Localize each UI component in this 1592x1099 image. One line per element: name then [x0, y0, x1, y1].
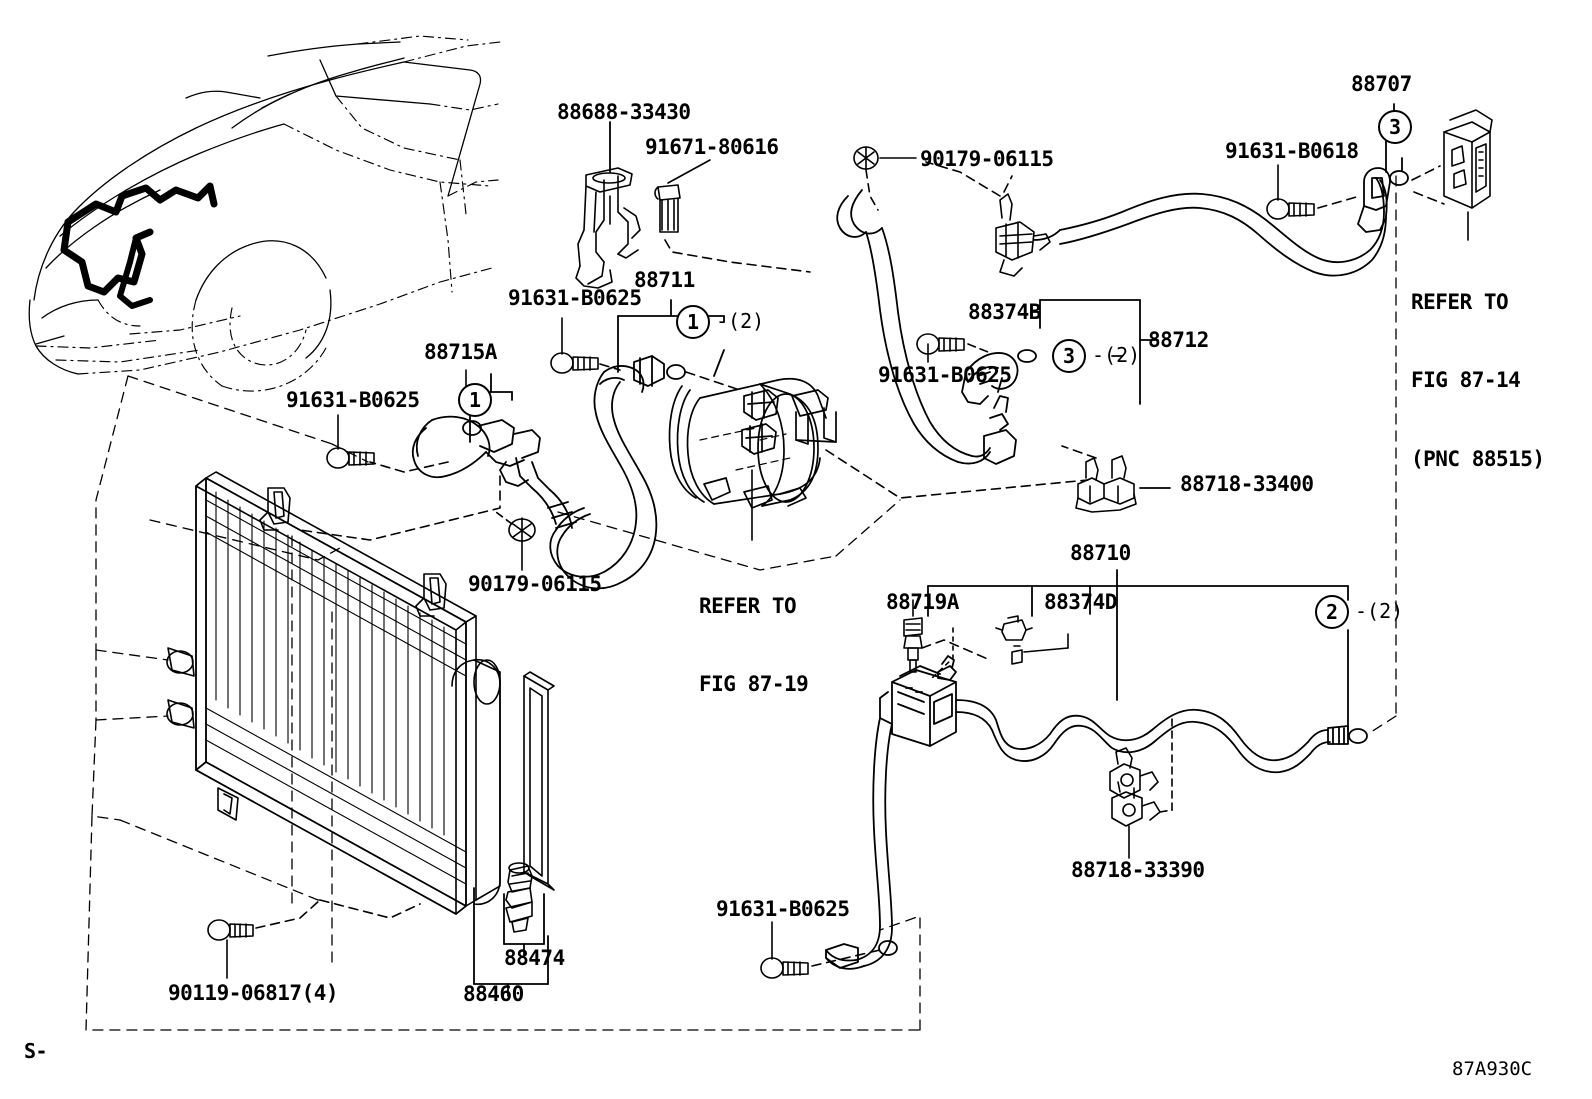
part-88712-hose: [836, 189, 1037, 465]
vehicle-illustration: [28, 41, 482, 375]
vehicle-hidden-lines: [35, 35, 501, 392]
label-91631-B0625-b: 91631-B0625: [878, 363, 1012, 387]
sheet-mark: S-: [24, 1039, 48, 1063]
refer-note-87-19: REFER TO FIG 87-19: [699, 540, 809, 750]
part-91631-B0618-shape: [1266, 198, 1315, 220]
label-90119-06817: 90119-06817(4): [168, 981, 339, 1005]
part-88474-shape: [505, 862, 533, 933]
marker-88710-circle: 2: [1315, 595, 1349, 629]
part-91631-B0625-d-shape: [760, 957, 809, 979]
label-91631-B0618: 91631-B0618: [1225, 139, 1359, 163]
label-91631-B0625-c: 91631-B0625: [286, 388, 420, 412]
marker-88711-qty: -(2): [716, 309, 765, 333]
part-88707-tube: [1059, 167, 1409, 277]
part-90179-06115-mid-shape: [508, 517, 536, 543]
label-91631-B0625-a: 91631-B0625: [508, 286, 642, 310]
refer-note-87-19-line1: REFER TO: [699, 593, 797, 618]
label-88712: 88712: [1148, 328, 1209, 352]
refer-note-87-14-line3: (PNC 88515): [1411, 447, 1545, 471]
part-88715A-shape: [411, 415, 577, 529]
refer-note-87-14-line2: FIG 87-14: [1411, 368, 1521, 393]
part-88719A-shape: [903, 617, 923, 673]
marker-88712-circle: 3: [1052, 339, 1086, 373]
part-88688-33430-shape: [575, 167, 641, 289]
part-88710-tube: [825, 655, 1368, 970]
part-88515-connector-shape: [1443, 109, 1493, 209]
part-88374D-shape: [995, 615, 1033, 665]
refer-note-87-14-line1: REFER TO: [1411, 289, 1509, 314]
refer-note-87-19-line2: FIG 87-19: [699, 672, 809, 697]
part-88718-33390-shape: [1109, 747, 1161, 827]
label-88374B: 88374B: [968, 300, 1041, 324]
part-91671-80616-shape: [654, 184, 681, 233]
label-88460: 88460: [463, 982, 524, 1006]
label-88711: 88711: [634, 268, 695, 292]
label-91671-80616: 91671-80616: [645, 135, 779, 159]
label-88719A: 88719A: [886, 590, 959, 614]
label-88718-33400: 88718-33400: [1180, 472, 1314, 496]
label-90179-06115-mid: 90179-06115: [468, 572, 602, 596]
callout-brackets: [469, 103, 1403, 997]
label-88374D: 88374D: [1044, 590, 1117, 614]
label-90179-06115-top: 90179-06115: [920, 147, 1054, 171]
marker-88712-qty: -(2): [1092, 343, 1141, 367]
part-90119-06817-shape: [207, 919, 254, 941]
label-88715A: 88715A: [424, 340, 497, 364]
part-88718-33400-shape: [1075, 455, 1137, 513]
refer-note-87-14: REFER TO FIG 87-14 (PNC 88515): [1411, 236, 1545, 525]
part-91631-B0625-a-shape: [550, 352, 599, 374]
part-91631-B0625-c-shape: [326, 447, 375, 469]
label-88710: 88710: [1070, 541, 1131, 565]
part-88711-hose: [549, 355, 686, 590]
marker-88710-qty: -(2): [1355, 599, 1404, 623]
label-88474: 88474: [504, 946, 565, 970]
group-boundaries: [85, 175, 1397, 1031]
condenser-shape: [166, 471, 555, 915]
marker-88715a-circle: 1: [458, 383, 492, 417]
marker-88711-circle: 1: [676, 305, 710, 339]
part-91631-B0625-b-shape: [916, 333, 965, 355]
label-88718-33390: 88718-33390: [1071, 858, 1205, 882]
marker-88707-circle: 3: [1378, 110, 1412, 144]
part-90179-06115-top-shape: [853, 146, 879, 170]
label-91631-B0625-d: 91631-B0625: [716, 897, 850, 921]
diagram-code: 87A930C: [1452, 1058, 1533, 1080]
label-88707: 88707: [1351, 72, 1412, 96]
part-88374B-shape: [995, 193, 1051, 277]
label-88688-33430: 88688-33430: [557, 100, 691, 124]
compressor-shape: [668, 377, 837, 509]
